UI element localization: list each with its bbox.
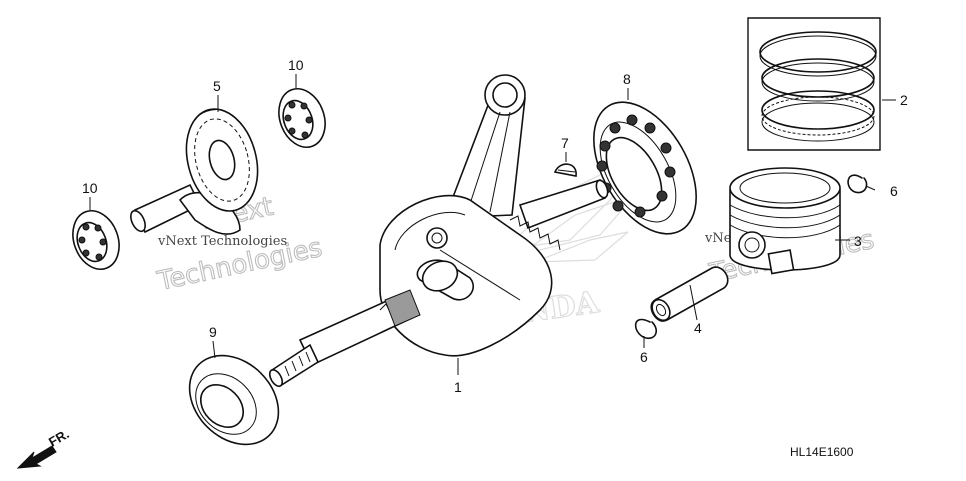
top-ring: [759, 31, 877, 73]
front-direction-indicator: FR.: [16, 426, 72, 469]
piston-pin-boss: [738, 231, 766, 259]
part-6-clip-right: [847, 174, 868, 194]
part-3-piston: [729, 167, 841, 275]
callout-8: 8: [623, 71, 631, 87]
callout-1: 1: [454, 379, 462, 395]
part-10-bearing-lower: [72, 210, 120, 270]
callout-10-upper: 10: [288, 57, 304, 73]
callout-10-lower: 10: [82, 180, 98, 196]
callout-6-left: 6: [640, 349, 648, 365]
watermark-left-company: vNext Technologies: [157, 234, 287, 249]
callout-3: 3: [854, 233, 862, 249]
part-7-woodruff-key: [553, 163, 577, 177]
part-1-crankshaft: [268, 74, 609, 388]
front-arrow-icon: [16, 445, 57, 469]
callout-7: 7: [561, 135, 569, 151]
part-10-bearing-upper: [278, 88, 326, 148]
front-label: FR.: [46, 426, 72, 449]
callout-9: 9: [209, 324, 217, 340]
part-2-piston-ring-set: [747, 17, 881, 151]
part-6-clip-left: [634, 318, 658, 340]
callout-2: 2: [900, 92, 908, 108]
callout-labels: 1 2 3 4 5 6 6 7 8 9 10 10: [82, 57, 908, 395]
callout-6-right: 6: [890, 183, 898, 199]
part-8-crankshaft-bearing: [593, 101, 697, 235]
callout-5: 5: [213, 78, 221, 94]
part-5-balancer-shaft: [130, 108, 259, 235]
part-4-piston-pin: [650, 266, 729, 322]
callout-4: 4: [694, 320, 702, 336]
diagram-code: HL14E1600: [790, 445, 854, 459]
oil-ring: [761, 90, 875, 130]
callout-leaders: [89, 74, 896, 375]
part-9-crankshaft-bearing: [188, 354, 280, 446]
